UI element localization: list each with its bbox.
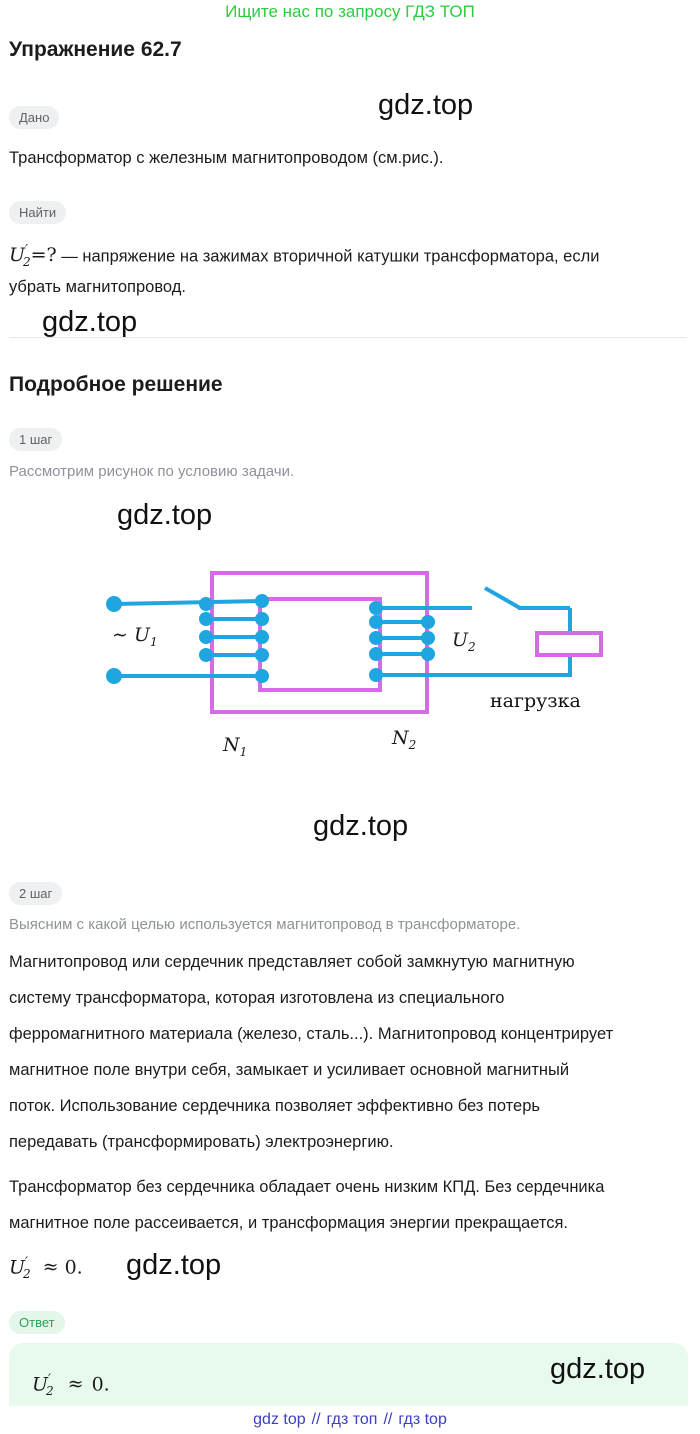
paragraph-line: магнитное поле внутри себя, замыкает и у… (9, 1061, 570, 1079)
watermark: gdz.top (126, 1249, 222, 1281)
exercise-title: Упражнение 62.7 (9, 38, 182, 61)
find-text: U′2=? — напряжение на зажимах вторичной … (9, 243, 600, 270)
paragraph-line: магнитное поле рассеивается, и трансформ… (9, 1214, 568, 1232)
paragraph-line: передавать (трансформировать) электроэне… (9, 1133, 394, 1151)
step2-label: 2 шаг (9, 882, 63, 905)
watermark: gdz.top (550, 1353, 646, 1385)
step2-paragraph1: Магнитопровод или сердечник представляет… (9, 944, 613, 1160)
find-label: Найти (9, 201, 67, 224)
core-inner (258, 597, 382, 692)
watermark: gdz.top (42, 306, 138, 338)
footer-separator: // (311, 1411, 321, 1428)
solution-title: Подробное решение (9, 373, 223, 396)
load-resistor (535, 631, 603, 657)
find-symbol: U′2=? (9, 243, 57, 270)
answer-formula: U′2 ≈0. (32, 1372, 110, 1399)
paragraph-line: систему трансформатора, которая изготовл… (9, 989, 505, 1007)
paragraph-line: ферромагнитного материала (железо, сталь… (9, 1025, 614, 1043)
paragraph-line: поток. Использование сердечника позволяе… (9, 1097, 540, 1115)
step1-label: 1 шаг (9, 428, 63, 451)
step2-subtitle: Выясним с какой целью используется магни… (9, 916, 521, 933)
footer-link[interactable]: гдз top (398, 1411, 447, 1428)
given-text: Трансформатор с железным магнитопроводом… (9, 149, 444, 167)
secondary-circuit (369, 586, 572, 682)
step2-result: U′2 ≈0. (9, 1255, 83, 1282)
answer-label: Ответ (9, 1311, 65, 1334)
n2-label: N2 (392, 727, 417, 752)
paragraph-line: Магнитопровод или сердечник представляет… (9, 953, 575, 971)
u1-label: ∼ U1 (112, 624, 158, 649)
paragraph-line: Трансформатор без сердечника обладает оч… (9, 1178, 605, 1196)
watermark: gdz.top (117, 499, 213, 531)
footer-links: gdz top // гдз топ // гдз top (0, 1406, 700, 1434)
primary-circuit (106, 594, 269, 684)
u2-label: U2 (452, 629, 476, 654)
footer-link[interactable]: гдз топ (326, 1411, 378, 1428)
footer-link[interactable]: gdz top (253, 1411, 306, 1428)
watermark: gdz.top (313, 810, 409, 842)
step1-text: Рассмотрим рисунок по условию задачи. (9, 463, 295, 480)
given-label: Дано (9, 106, 60, 129)
footer-separator: // (383, 1411, 393, 1428)
step2-paragraph2: Трансформатор без сердечника обладает оч… (9, 1169, 604, 1241)
transformer-diagram (106, 571, 603, 714)
load-label: нагрузка (490, 690, 581, 712)
divider (9, 337, 687, 338)
find-text-line2: убрать магнитопровод. (9, 278, 186, 296)
watermark: gdz.top (378, 89, 474, 121)
n1-label: N1 (223, 734, 248, 759)
search-banner[interactable]: Ищите нас по запросу ГДЗ ТОП (225, 2, 475, 21)
